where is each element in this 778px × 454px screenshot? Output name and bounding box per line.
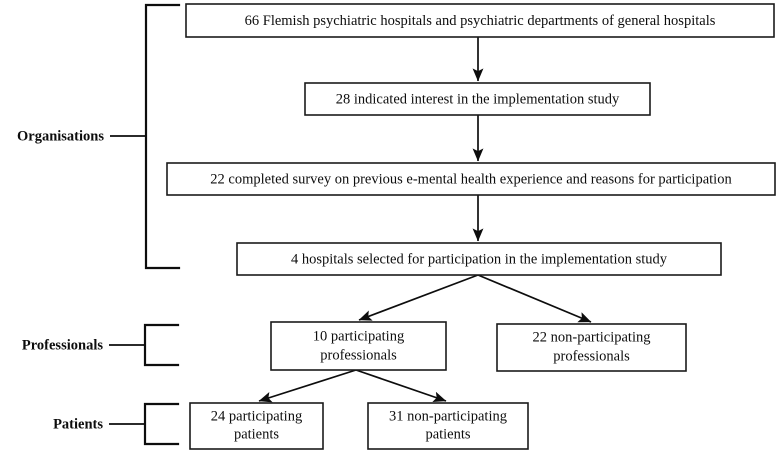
edge-n5-n8 — [355, 369, 447, 403]
node-label-n8-line1: 31 non-participating — [389, 408, 507, 424]
node-box-n3: 22 completed survey on previous e-mental… — [166, 162, 776, 196]
group-bracket-patients — [109, 402, 180, 446]
edge-n5-n7 — [258, 369, 357, 403]
node-label-n7-line1: 24 participating — [211, 408, 302, 424]
node-label-n2: 28 indicated interest in the implementat… — [336, 91, 620, 107]
group-bracket-professionals — [109, 323, 180, 367]
node-box-n7: 24 participating patients — [189, 402, 324, 450]
node-label-n4: 4 hospitals selected for participation i… — [291, 251, 668, 267]
node-box-n6: 22 non-participating professionals — [496, 323, 687, 372]
node-box-n1: 66 Flemish psychiatric hospitals and psy… — [185, 3, 775, 38]
group-bracket-organisations — [110, 3, 181, 270]
node-box-n4: 4 hospitals selected for participation i… — [236, 242, 722, 276]
node-label-n1: 66 Flemish psychiatric hospitals and psy… — [245, 13, 716, 29]
node-box-n5: 10 participating professionals — [270, 321, 447, 371]
node-label-n6-line2: professionals — [553, 348, 630, 364]
node-label-n3: 22 completed survey on previous e-mental… — [210, 171, 732, 187]
node-label-n5-line2: professionals — [320, 347, 397, 363]
group-label-professionals: Professionals — [22, 337, 103, 353]
edge-n4-n6 — [477, 274, 592, 323]
group-label-organisations: Organisations — [17, 128, 104, 144]
node-label-n8-line2: patients — [425, 426, 470, 442]
node-box-n8: 31 non-participating patients — [367, 402, 529, 450]
node-label-n5-line1: 10 participating — [313, 328, 404, 344]
edge-n4-n5 — [358, 274, 479, 321]
node-label-n6-line1: 22 non-participating — [533, 329, 651, 345]
node-box-n2: 28 indicated interest in the implementat… — [304, 82, 651, 116]
group-label-patients: Patients — [53, 416, 103, 432]
node-label-n7-line2: patients — [234, 426, 279, 442]
